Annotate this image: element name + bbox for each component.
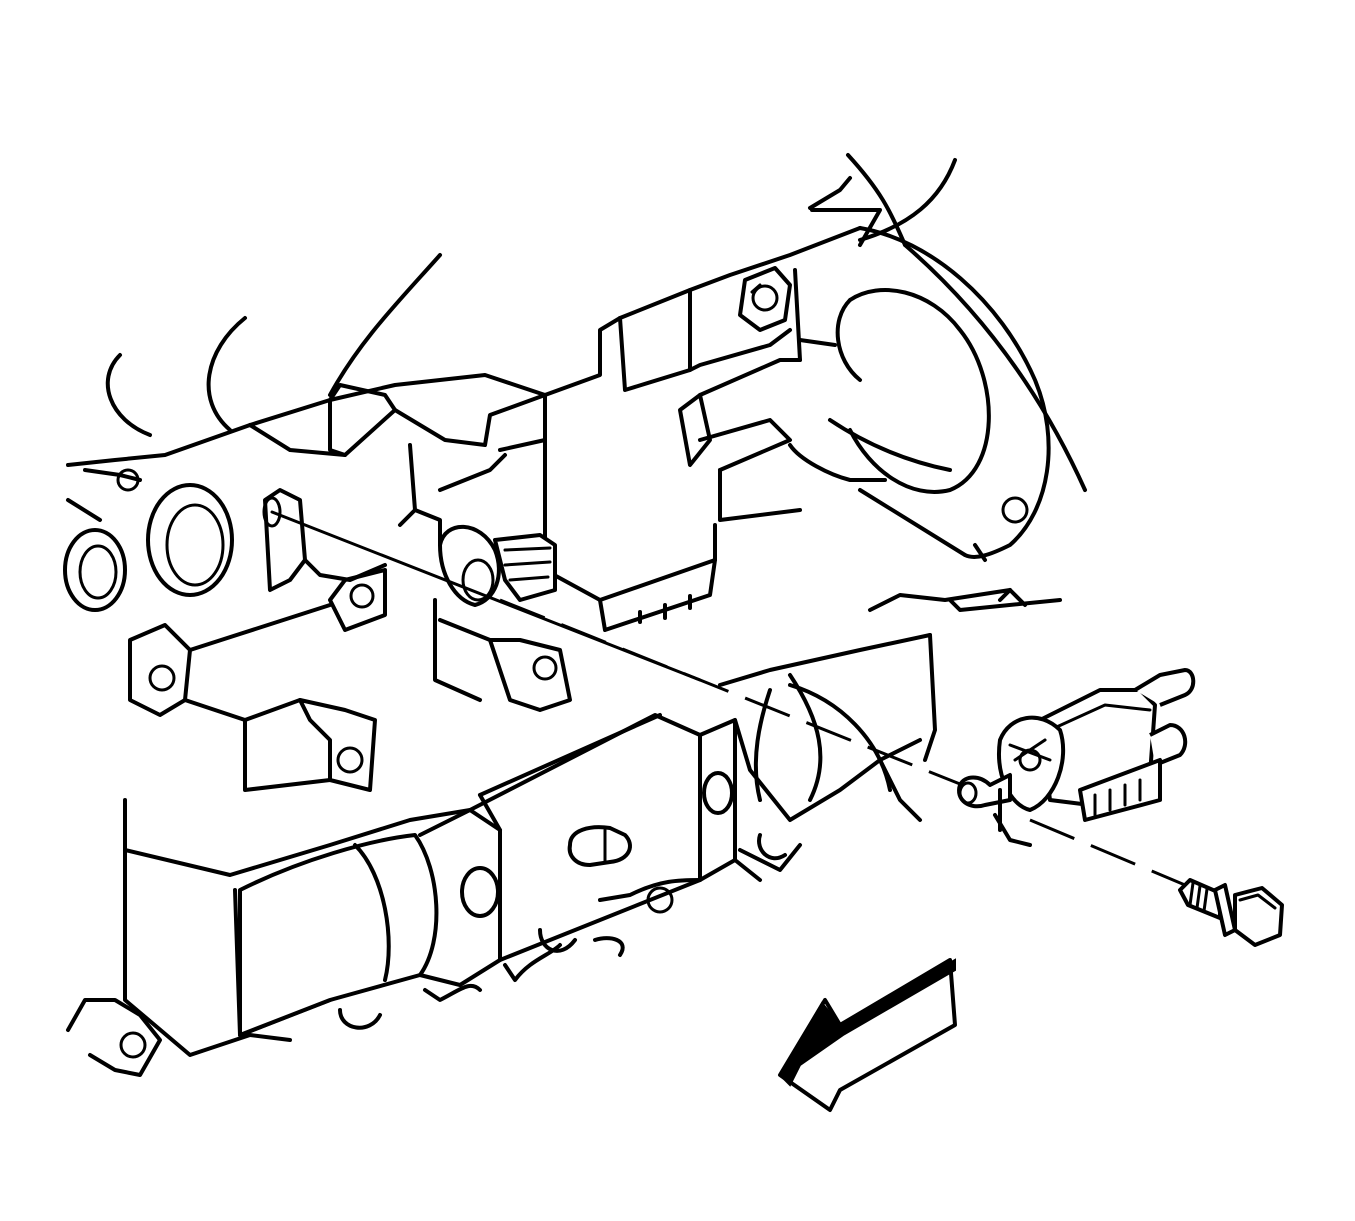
exhaust-pipe-section <box>718 588 1062 882</box>
left-ports <box>63 468 234 612</box>
upper-bolt-head <box>738 266 792 332</box>
upper-housing-contours <box>105 153 957 437</box>
solenoid-valve-component <box>957 668 1196 847</box>
direction-arrow-icon <box>778 958 957 1112</box>
installation-guide-line <box>270 510 1186 887</box>
mounting-bolt <box>1178 878 1284 947</box>
bell-housing <box>788 226 1087 562</box>
lower-housing <box>66 713 737 1077</box>
mounting-brackets <box>128 488 572 792</box>
electrical-connector <box>398 508 557 607</box>
engine-block-upper <box>66 226 862 632</box>
